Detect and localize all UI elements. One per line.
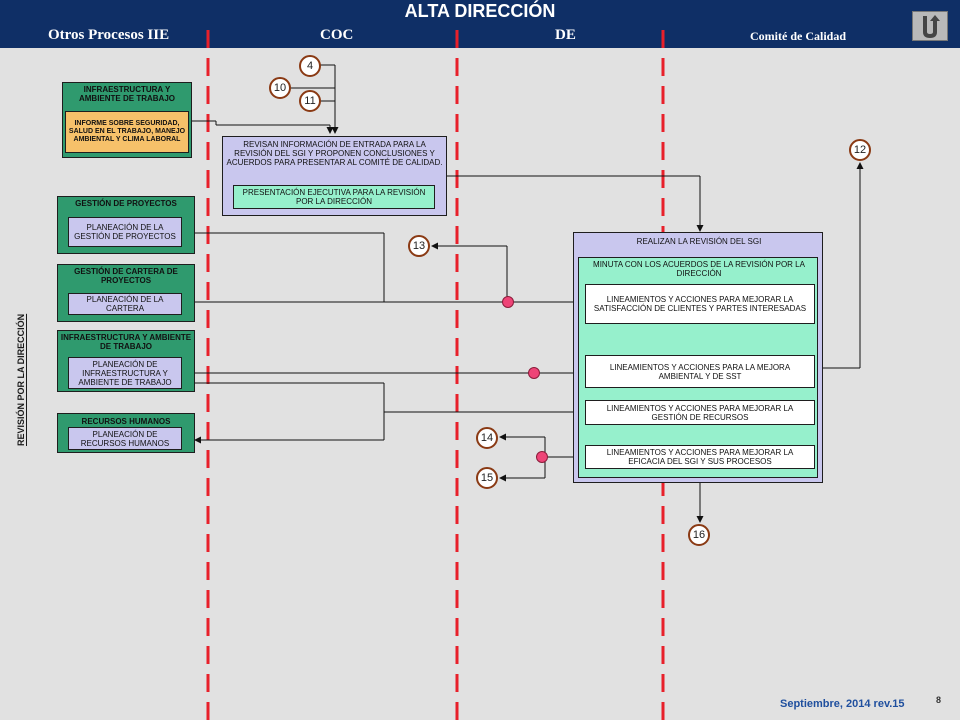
connector-16[interactable]: 16: [688, 524, 710, 546]
coc-activity-text: REVISAN INFORMACIÓN DE ENTRADA PARA LA R…: [226, 140, 443, 167]
review-title: REALIZAN LA REVISIÓN DEL SGI: [636, 237, 762, 246]
return-arrow-icon: [923, 15, 940, 39]
process-title: GESTIÓN DE CARTERA DE PROYECTOS: [74, 267, 178, 285]
coc-activity: REVISAN INFORMACIÓN DE ENTRADA PARA LA R…: [222, 136, 447, 216]
item-gestion-recursos: LINEAMIENTOS Y ACCIONES PARA MEJORAR LA …: [585, 400, 815, 425]
lane-otros-procesos: Otros Procesos IIE: [48, 27, 170, 43]
header-bar: ALTA DIRECCIÓN Otros Procesos IIE COC DE…: [0, 0, 960, 48]
junction-bullet: [528, 367, 540, 379]
item-eficacia-sgi: LINEAMIENTOS Y ACCIONES PARA MEJORAR LA …: [585, 445, 815, 469]
lane-de: DE: [555, 27, 576, 43]
junction-bullet: [536, 451, 548, 463]
side-label: REVISIÓN POR LA DIRECCIÓN: [16, 313, 26, 447]
process-title: INFRAESTRUCTURA Y AMBIENTE DE TRABAJO: [78, 85, 175, 103]
junction-bullet: [502, 296, 514, 308]
process-gestion-proyectos: GESTIÓN DE PROYECTOS PLANEACIÓN DE LA GE…: [57, 196, 195, 254]
connector-11[interactable]: 11: [299, 90, 321, 112]
back-button[interactable]: [912, 11, 948, 41]
connector-4[interactable]: 4: [299, 55, 321, 77]
doc-planeacion-proyectos: PLANEACIÓN DE LA GESTIÓN DE PROYECTOS: [68, 217, 182, 247]
minuta-acuerdos: MINUTA CON LOS ACUERDOS DE LA REVISIÓN P…: [578, 257, 818, 478]
review-sgi-activity: REALIZAN LA REVISIÓN DEL SGI MINUTA CON …: [573, 232, 823, 483]
process-title: RECURSOS HUMANOS: [81, 417, 171, 426]
process-infraestructura-top: INFRAESTRUCTURA Y AMBIENTE DE TRABAJO IN…: [62, 82, 192, 158]
page-title: ALTA DIRECCIÓN: [404, 1, 556, 21]
minuta-title: MINUTA CON LOS ACUERDOS DE LA REVISIÓN P…: [593, 260, 805, 278]
item-satisfaccion-clientes: LINEAMIENTOS Y ACCIONES PARA MEJORAR LA …: [585, 284, 815, 324]
item-mejora-ambiental: LINEAMIENTOS Y ACCIONES PARA LA MEJORA A…: [585, 355, 815, 388]
connector-15[interactable]: 15: [476, 467, 498, 489]
doc-planeacion-infraestructura: PLANEACIÓN DE INFRAESTRUCTURA Y AMBIENTE…: [68, 357, 182, 389]
doc-planeacion-rrhh: PLANEACIÓN DE RECURSOS HUMANOS: [68, 427, 182, 450]
connector-12[interactable]: 12: [849, 139, 871, 161]
lane-coc: COC: [320, 27, 354, 43]
process-title: INFRAESTRUCTURA Y AMBIENTE DE TRABAJO: [60, 333, 192, 351]
doc-planeacion-cartera: PLANEACIÓN DE LA CARTERA: [68, 293, 182, 315]
connector-13[interactable]: 13: [408, 235, 430, 257]
doc-presentacion-ejecutiva: PRESENTACIÓN EJECUTIVA PARA LA REVISIÓN …: [233, 185, 435, 209]
lane-comite-calidad: Comité de Calidad: [750, 29, 846, 43]
process-title: GESTIÓN DE PROYECTOS: [75, 199, 177, 208]
footer-date: Septiembre, 2014 rev.15: [780, 698, 905, 710]
process-recursos-humanos: RECURSOS HUMANOS PLANEACIÓN DE RECURSOS …: [57, 413, 195, 453]
doc-informe-seguridad: INFORME SOBRE SEGURIDAD, SALUD EN EL TRA…: [65, 111, 189, 153]
process-infraestructura: INFRAESTRUCTURA Y AMBIENTE DE TRABAJO PL…: [57, 330, 195, 392]
connector-14[interactable]: 14: [476, 427, 498, 449]
connector-10[interactable]: 10: [269, 77, 291, 99]
process-gestion-cartera: GESTIÓN DE CARTERA DE PROYECTOS PLANEACI…: [57, 264, 195, 322]
page-number: 8: [936, 695, 942, 705]
